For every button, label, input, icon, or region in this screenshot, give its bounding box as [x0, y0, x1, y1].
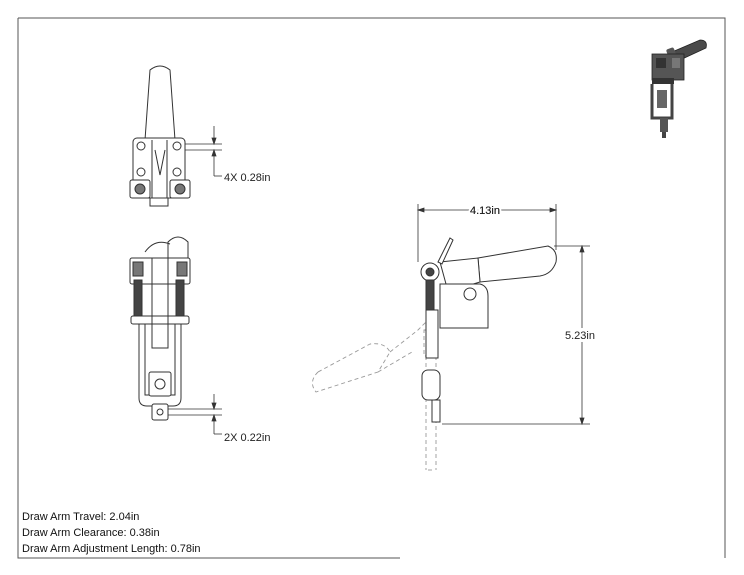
side-view-phantom	[312, 317, 439, 471]
clamp-3d-thumbnail-icon	[650, 39, 707, 138]
hole-dim-top	[185, 126, 222, 177]
top-view	[129, 65, 191, 207]
width-dim-label: 4.13in	[470, 205, 500, 217]
side-view	[420, 237, 557, 423]
width-dim	[416, 204, 558, 262]
clamp-specs: Draw Arm Travel: 2.04in Draw Arm Clearan…	[22, 509, 201, 557]
hole-dim-bottom	[168, 394, 222, 435]
width-dim-label-ink: 4.13in	[470, 205, 500, 217]
sheet-border	[17, 17, 726, 559]
spec-clearance: Draw Arm Clearance: 0.38in	[22, 527, 160, 539]
spec-adjustment: Draw Arm Adjustment Length: 0.78in	[22, 543, 201, 555]
hole-dim-bottom-label: 2X 0.22in	[224, 432, 270, 444]
front-view	[129, 236, 191, 421]
height-dim-label: 5.23in	[565, 330, 595, 342]
hole-dim-top-label: 4X 0.28in	[224, 172, 270, 184]
height-dim-label-bg	[562, 328, 604, 342]
spec-travel: Draw Arm Travel: 2.04in	[22, 511, 140, 523]
